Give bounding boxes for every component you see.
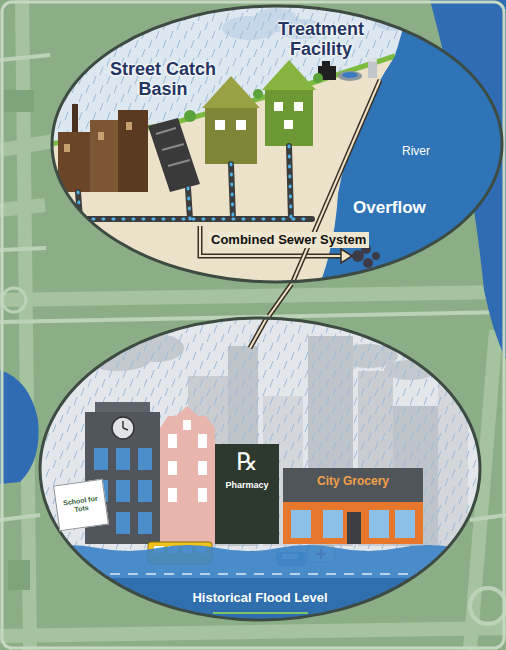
house-facade bbox=[168, 461, 177, 475]
sewer-pipe bbox=[78, 146, 312, 219]
house bbox=[265, 90, 313, 146]
house-facade bbox=[183, 420, 191, 430]
flood-scene bbox=[38, 312, 506, 628]
factory bbox=[118, 110, 148, 192]
house bbox=[215, 120, 225, 130]
school-building bbox=[138, 480, 152, 502]
house bbox=[262, 60, 316, 90]
store-window bbox=[369, 510, 389, 538]
flood-label: Historical Flood Level bbox=[160, 590, 360, 605]
pipe-to-flood bbox=[291, 80, 380, 286]
rx-symbol: ℞ bbox=[236, 450, 258, 474]
store-window bbox=[395, 510, 415, 538]
system-label: Combined Sewer System bbox=[208, 232, 369, 248]
tree bbox=[184, 73, 323, 122]
factory bbox=[90, 120, 120, 192]
callout-label: Street Catch Basin bbox=[98, 60, 228, 100]
house bbox=[262, 60, 316, 146]
house bbox=[284, 120, 293, 129]
factory bbox=[98, 132, 104, 140]
school-building bbox=[138, 512, 152, 534]
school-building bbox=[116, 512, 130, 534]
map-ground bbox=[4, 90, 34, 112]
grocery-building: City Grocery bbox=[283, 468, 423, 544]
scene-oval: Street Catch Basin Treatment FacilityRive… bbox=[50, 4, 504, 284]
store-window bbox=[323, 510, 343, 538]
school-building bbox=[94, 448, 108, 470]
pipe-connector-core bbox=[269, 284, 292, 316]
factory bbox=[64, 144, 70, 152]
oval-outline bbox=[52, 6, 502, 282]
overflow-splash bbox=[372, 252, 380, 260]
map-ground bbox=[470, 588, 506, 624]
treatment-facility-icon bbox=[368, 58, 377, 62]
sewer-scene bbox=[50, 4, 504, 286]
treatment-facility-icon bbox=[342, 72, 358, 78]
school-building bbox=[123, 421, 128, 430]
treatment-facility-icon bbox=[368, 60, 377, 78]
sky bbox=[50, 4, 504, 284]
sewer-scene bbox=[50, 4, 504, 286]
treatment-facility-icon bbox=[338, 71, 362, 81]
house-facade bbox=[160, 406, 215, 544]
factory bbox=[72, 104, 78, 132]
rain bbox=[50, 4, 504, 284]
flood-scene bbox=[38, 312, 506, 628]
house-facade bbox=[160, 406, 215, 544]
house-facade bbox=[168, 434, 177, 448]
oval-outline bbox=[40, 318, 480, 620]
flow-arrow bbox=[341, 249, 352, 263]
house-facade bbox=[198, 461, 207, 475]
school-sign: School for Tots bbox=[53, 479, 109, 532]
treatment-facility-icon bbox=[318, 58, 377, 81]
pipe-to-flood bbox=[291, 80, 380, 286]
callout-label: Treatment Facility bbox=[265, 20, 377, 60]
factory bbox=[58, 132, 92, 192]
water-label: River bbox=[402, 144, 430, 158]
school-building bbox=[116, 480, 130, 502]
pipe-to-flood bbox=[291, 80, 380, 286]
pipe-connector bbox=[269, 284, 292, 316]
flood-level-line bbox=[213, 612, 308, 614]
house bbox=[294, 102, 303, 111]
river bbox=[0, 370, 39, 484]
catch-basin bbox=[156, 128, 190, 166]
house bbox=[202, 76, 260, 108]
sewer-pipe bbox=[78, 146, 312, 219]
catch-basin bbox=[148, 118, 200, 192]
house-facade bbox=[198, 434, 207, 448]
house-facade bbox=[168, 420, 207, 502]
tree bbox=[253, 89, 263, 99]
store-sign: City Grocery bbox=[317, 474, 389, 488]
map-ground bbox=[8, 560, 30, 590]
house-facade bbox=[168, 488, 177, 502]
catch-basin bbox=[148, 118, 200, 192]
school-building bbox=[138, 448, 152, 470]
store-window bbox=[291, 510, 311, 538]
factory bbox=[58, 104, 148, 192]
factory bbox=[126, 122, 132, 130]
store-door bbox=[347, 512, 361, 544]
school-building bbox=[116, 448, 130, 470]
tree bbox=[184, 110, 196, 122]
house bbox=[274, 102, 283, 111]
scene-oval: School for Tots ℞ Pharmacy City GroceryHist… bbox=[38, 316, 482, 622]
map-ground bbox=[2, 288, 26, 312]
water-label: Overflow bbox=[353, 198, 426, 218]
school-building bbox=[112, 417, 134, 439]
house bbox=[236, 120, 246, 130]
house bbox=[205, 108, 257, 164]
overflow-splash bbox=[363, 258, 373, 268]
sign-text: School for Tots bbox=[61, 494, 101, 515]
treatment-facility-icon bbox=[322, 61, 330, 67]
house-facade bbox=[198, 488, 207, 502]
sewer-pipe bbox=[78, 146, 312, 219]
storefront bbox=[283, 502, 423, 544]
store-sign: Pharmacy bbox=[225, 480, 268, 490]
house bbox=[202, 76, 260, 164]
storefront bbox=[283, 502, 423, 544]
tree bbox=[313, 73, 323, 83]
pharmacy-building: ℞ Pharmacy bbox=[215, 444, 279, 544]
